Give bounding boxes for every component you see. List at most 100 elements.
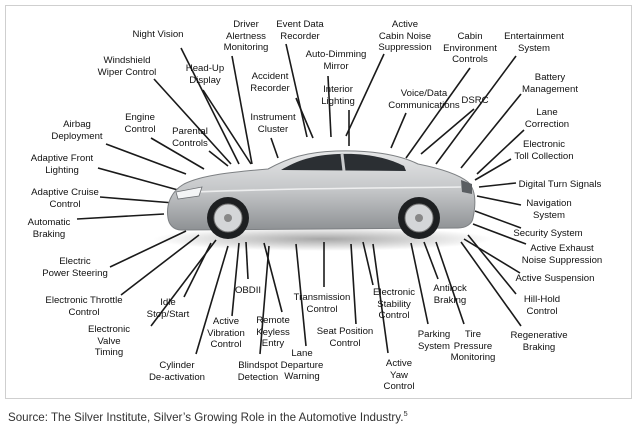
label-line: Stop/Start bbox=[146, 308, 190, 320]
label-line: Entry bbox=[261, 338, 285, 349]
label-line: Cabin Noise bbox=[378, 30, 432, 42]
label-line: Monitoring bbox=[450, 352, 496, 363]
label-line: Adaptive Cruise bbox=[31, 187, 99, 198]
source-caption: Source: The Silver Institute, Silver’s G… bbox=[8, 409, 408, 424]
leader-line-security-system bbox=[474, 210, 522, 229]
leader-line-automatic-braking bbox=[76, 213, 165, 220]
leader-line-dsrc bbox=[420, 108, 475, 155]
label-line: Driver bbox=[233, 19, 259, 30]
label-line: Parental bbox=[172, 126, 208, 137]
leader-line-digital-turn-signals bbox=[478, 182, 517, 188]
leader-line-remote-keyless-entry bbox=[263, 242, 283, 313]
label-line: Electronic bbox=[372, 287, 416, 298]
label-line: System bbox=[418, 340, 450, 352]
label-line: Control bbox=[124, 123, 156, 135]
label-line: Navigation bbox=[526, 198, 572, 209]
label-line: Braking bbox=[522, 341, 556, 353]
car-taillight bbox=[461, 180, 472, 194]
label-line: Control bbox=[306, 303, 338, 315]
label-line: Head-Up bbox=[185, 63, 225, 74]
label-line: Departure bbox=[280, 359, 324, 371]
leader-line-accident-recorder bbox=[295, 97, 314, 139]
label-line: Active bbox=[385, 358, 413, 369]
leader-line-head-up-display bbox=[202, 89, 252, 165]
label-line: Auto-Dimming bbox=[305, 49, 367, 60]
label-line: Idle bbox=[160, 297, 176, 308]
label-line: Power Steering bbox=[42, 267, 108, 279]
label-line: Automatic bbox=[27, 217, 71, 228]
label-line: Digital Turn Signals bbox=[518, 179, 602, 190]
front-wheel bbox=[207, 197, 249, 239]
label-line: Lane bbox=[536, 107, 558, 118]
label-line: Engine bbox=[125, 112, 155, 123]
leader-line-voice-data-communications bbox=[390, 112, 407, 149]
label-line: Braking bbox=[433, 294, 467, 306]
leader-line-parking-system bbox=[410, 242, 429, 325]
label-line: Toll Collection bbox=[514, 150, 574, 162]
label-obdii: OBDII bbox=[235, 285, 261, 297]
label-line: Windshield bbox=[103, 55, 151, 66]
label-line: Seat Position bbox=[316, 326, 374, 337]
car-headlight bbox=[175, 186, 203, 200]
leader-line-active-vibration-control bbox=[231, 242, 240, 317]
label-line: Antilock bbox=[433, 283, 467, 294]
caption-text: Source: The Silver Institute, Silver’s G… bbox=[8, 410, 404, 424]
label-line: Environment bbox=[443, 42, 497, 54]
label-line: Vibration bbox=[207, 327, 245, 339]
label-line: Active bbox=[391, 19, 419, 30]
leader-line-electronic-valve-timing bbox=[150, 239, 217, 327]
label-night-vision: Night Vision bbox=[132, 29, 183, 41]
label-line: Active Exhaust bbox=[530, 243, 594, 254]
label-line: Interior bbox=[323, 84, 353, 95]
leader-line-adaptive-cruise-control bbox=[99, 196, 175, 204]
leader-line-auto-dimming-mirror bbox=[327, 75, 332, 138]
leader-line-event-data-recorder bbox=[285, 43, 308, 138]
leader-line-lane-correction bbox=[476, 129, 525, 175]
leader-line-tire-pressure-monitoring bbox=[435, 241, 465, 325]
leader-line-engine-control bbox=[150, 137, 205, 170]
leader-line-cabin-environment-controls bbox=[405, 67, 471, 159]
label-line: Mirror bbox=[323, 60, 349, 72]
leader-line-electronic-toll-collection bbox=[474, 158, 512, 181]
label-line: Electronic Throttle bbox=[45, 295, 123, 306]
leader-line-active-exhaust-noise-suppression bbox=[472, 223, 527, 245]
label-line: Pressure bbox=[453, 340, 493, 352]
label-line: Event Data bbox=[276, 19, 324, 30]
label-line: Controls bbox=[452, 54, 488, 65]
label-line: Cabin bbox=[457, 31, 483, 42]
label-line: Warning bbox=[284, 371, 320, 382]
leader-line-battery-management bbox=[460, 93, 522, 169]
label-line: Wiper Control bbox=[97, 66, 157, 78]
leader-line-airbag-deployment bbox=[105, 143, 187, 175]
leader-lines bbox=[76, 43, 527, 355]
label-line: Control bbox=[383, 381, 415, 392]
leader-line-driver-alertness-monitoring bbox=[231, 55, 253, 165]
leader-line-night-vision bbox=[180, 47, 240, 165]
label-line: Tire bbox=[464, 329, 482, 340]
car-shadow bbox=[153, 227, 493, 251]
label-line: Night Vision bbox=[132, 29, 184, 40]
label-line: Electric bbox=[59, 256, 91, 267]
label-line: De-activation bbox=[149, 371, 205, 383]
